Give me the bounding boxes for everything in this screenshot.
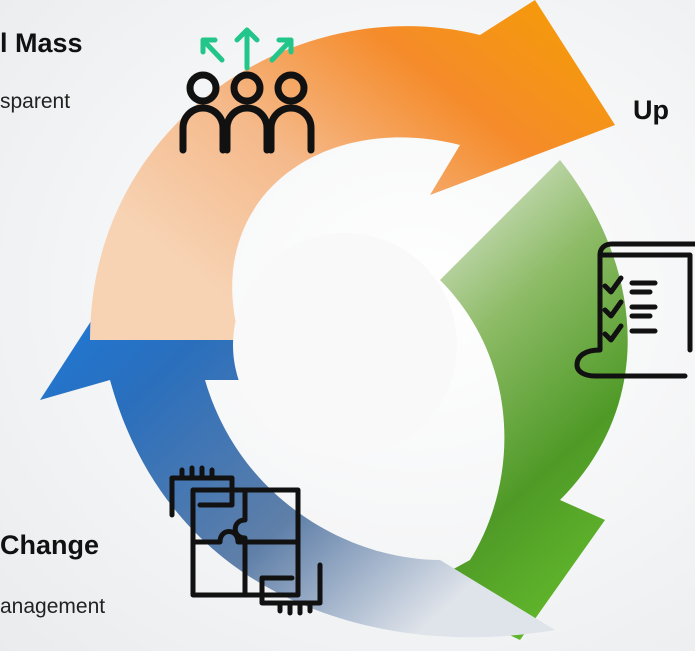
checklist-scroll-icon [574, 241, 695, 379]
up-arrows-icon [200, 27, 294, 71]
orange-cycle-arrow [90, 0, 615, 340]
stage-desc-mass: sparent [0, 90, 71, 113]
stage-title-up: Up [633, 95, 669, 125]
stage-title-mass: l Mass [0, 28, 83, 58]
team-icon [179, 71, 315, 154]
stage-desc-change: anagement [0, 595, 106, 618]
stage-title-change: Change [0, 530, 100, 560]
green-cycle-arrow [415, 160, 628, 640]
cycle-center [233, 233, 457, 457]
puzzle-hands-icon [169, 465, 323, 616]
